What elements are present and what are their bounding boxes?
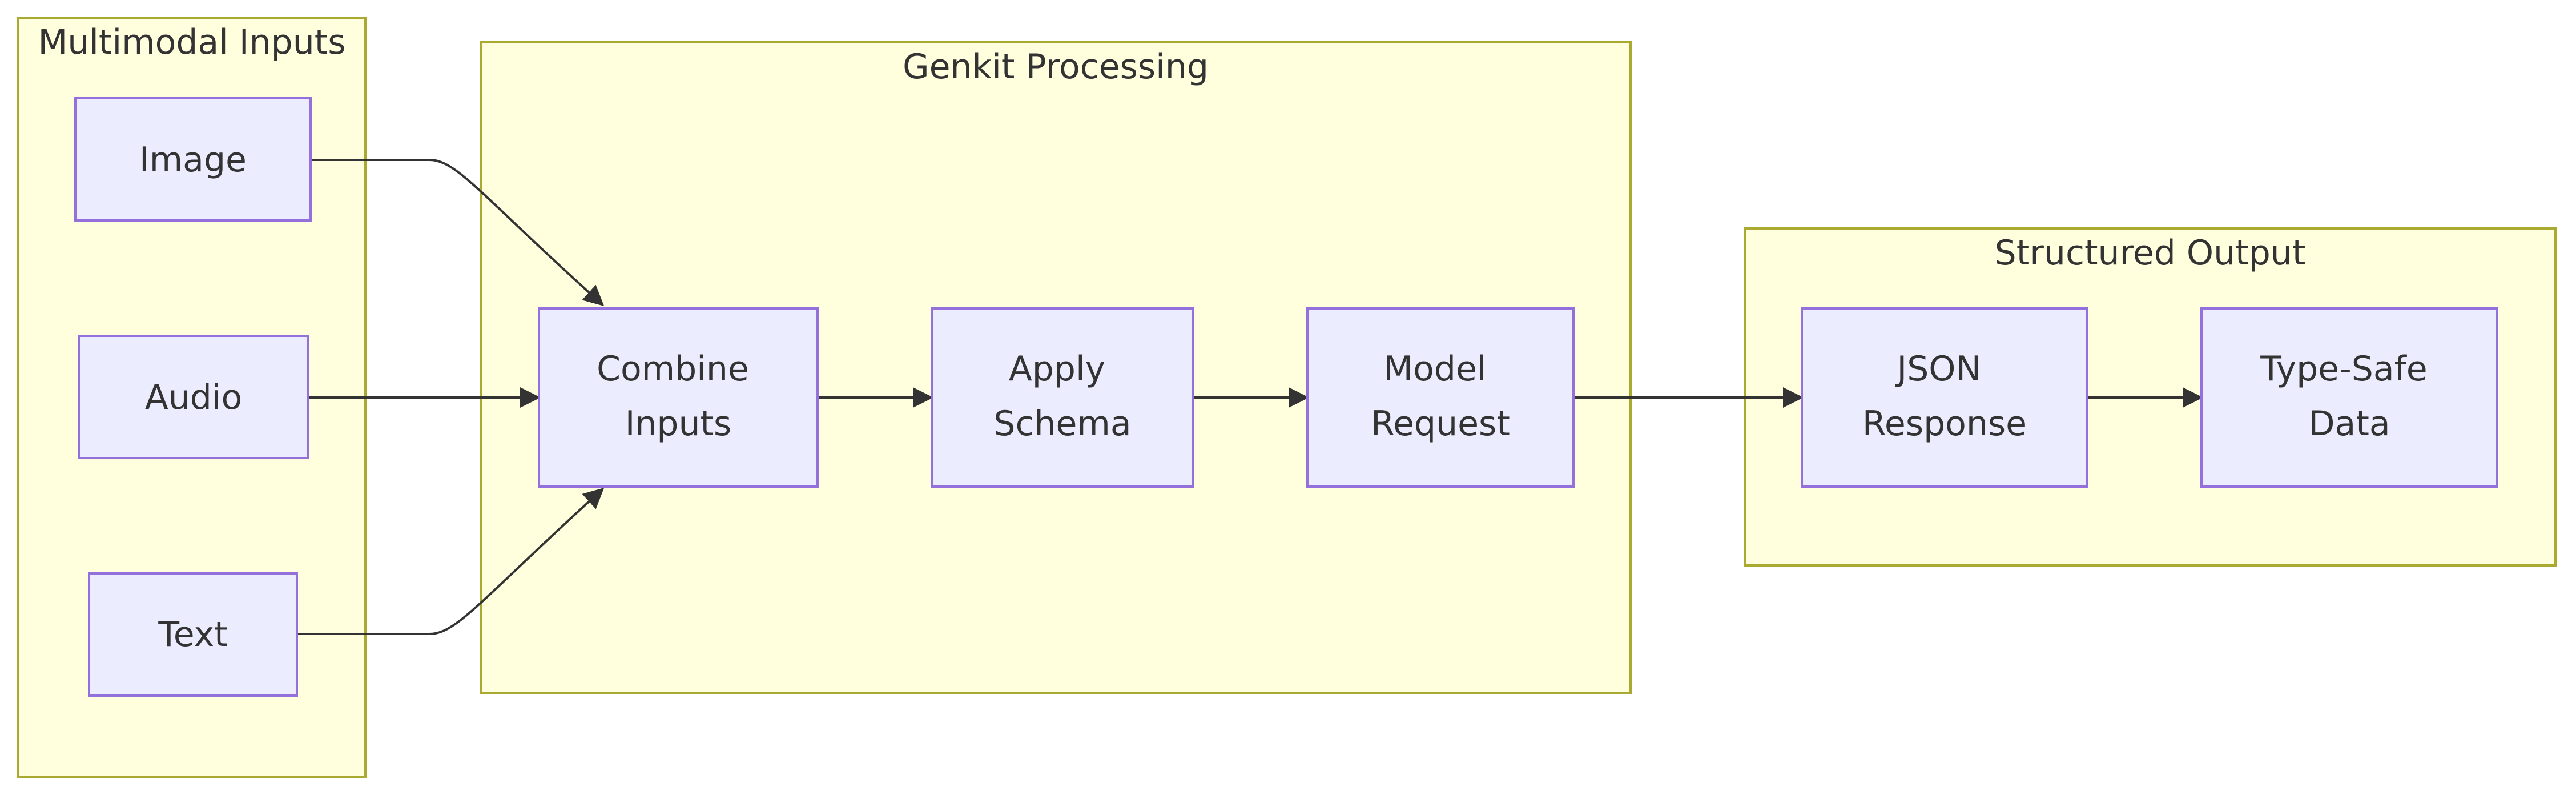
edge-text-to-combine (297, 487, 605, 635)
node-model-request-line-1: Model (1383, 349, 1486, 389)
node-apply-schema-box (931, 307, 1194, 488)
node-json-response-line-2: Response (1862, 404, 2027, 444)
node-type-safe-data-line-1: Type-Safe (2260, 349, 2427, 389)
node-type-safe-data-box (2200, 307, 2498, 488)
node-text-label: Text (158, 615, 227, 655)
node-text-box (88, 572, 298, 697)
node-combine-inputs-line-2: Inputs (625, 404, 732, 444)
node-audio: Audio (78, 335, 309, 459)
node-apply-schema: Apply Schema (931, 307, 1194, 488)
cluster-structured-output-label: Structured Output (1995, 233, 2306, 273)
node-apply-schema-line-2: Schema (993, 404, 1131, 444)
node-combine-inputs-line-1: Combine (597, 349, 749, 389)
node-json-response: JSON Response (1801, 307, 2088, 488)
node-type-safe-data: Type-Safe Data (2200, 307, 2498, 488)
node-image: Image (74, 97, 312, 222)
node-audio-label: Audio (145, 378, 243, 417)
node-image-line-1: Image (139, 140, 247, 180)
edge-image-to-combine (311, 159, 605, 307)
node-image-label: Image (139, 140, 247, 180)
node-combine-inputs: Combine Inputs (538, 307, 819, 488)
node-audio-line-1: Audio (145, 378, 243, 417)
node-combine-inputs-label: Combine Inputs (597, 349, 760, 444)
node-json-response-label: JSON Response (1862, 349, 2027, 444)
node-text-line-1: Text (158, 615, 227, 655)
cluster-multimodal-inputs-label: Multimodal Inputs (38, 22, 345, 62)
node-type-safe-data-label: Type-Safe Data (2260, 349, 2438, 444)
node-combine-inputs-box (538, 307, 819, 488)
node-audio-box (78, 335, 309, 459)
cluster-genkit-processing-label: Genkit Processing (903, 47, 1209, 87)
node-model-request: Model Request (1306, 307, 1575, 488)
edges (297, 159, 2203, 635)
node-type-safe-data-line-2: Data (2308, 404, 2390, 444)
node-apply-schema-label: Apply Schema (993, 349, 1131, 444)
node-json-response-box (1801, 307, 2088, 488)
node-apply-schema-line-1: Apply (1009, 349, 1105, 389)
node-model-request-line-2: Request (1371, 404, 1510, 444)
node-json-response-line-1: JSON (1895, 349, 1982, 389)
node-model-request-label: Model Request (1371, 349, 1510, 444)
node-text: Text (88, 572, 298, 697)
node-model-request-box (1306, 307, 1575, 488)
node-image-box (74, 97, 312, 222)
